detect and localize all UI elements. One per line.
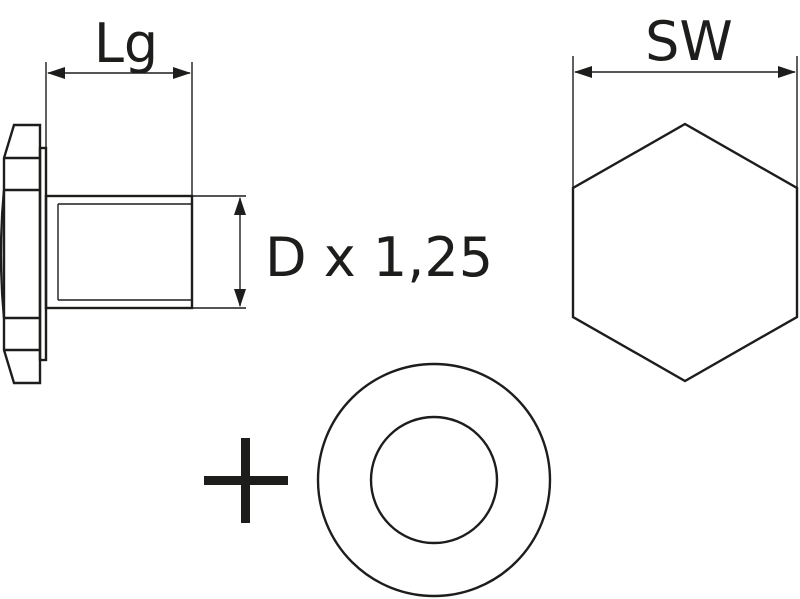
- d-arrow-bottom: [234, 289, 246, 307]
- thread-diameter-dimension: D x 1,25: [192, 195, 493, 309]
- bolt-side-view: [0, 123, 194, 385]
- lg-arrow-left: [47, 67, 65, 79]
- d-arrow-top: [234, 197, 246, 215]
- bolt-shank: [44, 194, 194, 310]
- lg-arrow-right: [173, 67, 191, 79]
- sw-label: SW: [645, 10, 733, 73]
- plus-vertical-bar: [241, 438, 250, 523]
- plus-sign: [204, 438, 288, 523]
- bolt-head-facet-lines: [0, 188, 40, 320]
- washer-inner-hole: [369, 415, 499, 545]
- thread-length-dimension: Lg: [45, 12, 193, 196]
- bolt-head-side: [2, 123, 42, 385]
- sw-arrow-left: [574, 66, 592, 78]
- wrench-size-dimension: SW: [572, 10, 798, 188]
- washer: [316, 362, 552, 598]
- bolt-end-view: [571, 122, 799, 383]
- sw-arrow-right: [778, 66, 796, 78]
- hexagon-head-top-view: [571, 122, 799, 383]
- thread-spec-label: D x 1,25: [265, 226, 493, 289]
- lg-label: Lg: [94, 12, 158, 75]
- washer-outer-edge: [316, 362, 552, 598]
